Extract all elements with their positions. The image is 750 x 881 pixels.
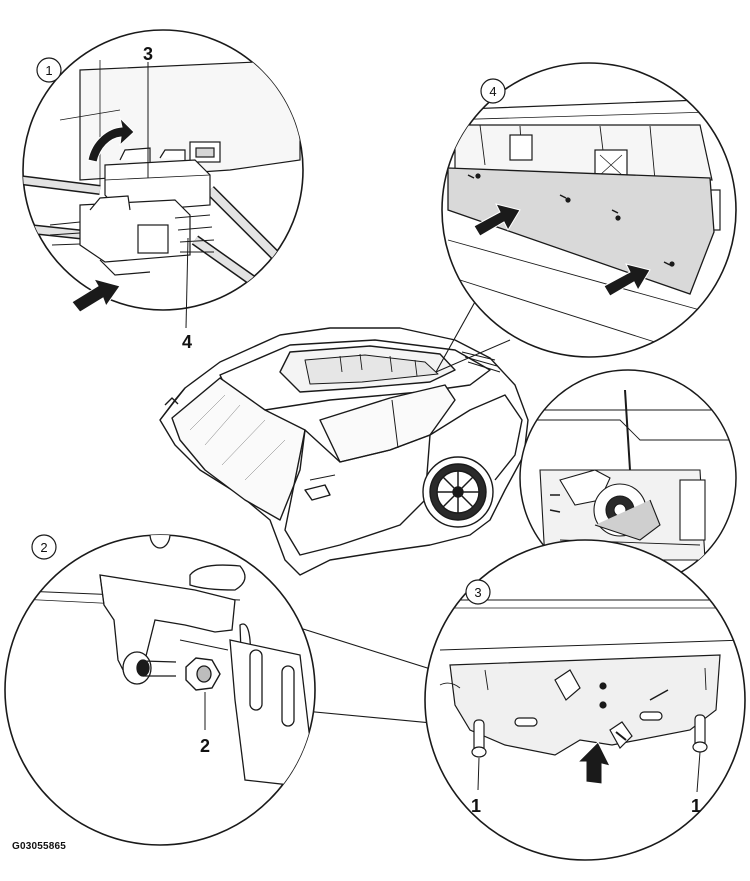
push-arrow bbox=[603, 263, 651, 297]
callout-label-2: 2 bbox=[200, 736, 210, 756]
push-arrow bbox=[473, 203, 521, 237]
roof-panel bbox=[447, 167, 715, 295]
view-number-2: 2 bbox=[40, 540, 47, 555]
rotate-arrow bbox=[87, 116, 135, 163]
view-number-3: 3 bbox=[474, 585, 481, 600]
detail-inset-latch bbox=[519, 369, 737, 587]
car-illustration bbox=[159, 327, 529, 576]
callout-label-1-right: 1 bbox=[691, 796, 701, 816]
push-arrow bbox=[71, 278, 121, 313]
view-number-1: 1 bbox=[45, 63, 52, 78]
callout-label-3: 3 bbox=[143, 44, 153, 64]
view-number-4: 4 bbox=[489, 84, 496, 99]
detail-view-3: 3 1 1 bbox=[424, 539, 746, 861]
detail-view-1: 1 3 4 bbox=[22, 29, 304, 352]
push-arrow bbox=[576, 741, 611, 785]
detail-view-2: 2 2 bbox=[4, 534, 316, 846]
figure-id-code: G03055865 bbox=[12, 841, 67, 852]
callout-label-1-left: 1 bbox=[471, 796, 481, 816]
callout-label-4: 4 bbox=[182, 332, 192, 352]
detail-view-4: 4 bbox=[441, 62, 737, 358]
